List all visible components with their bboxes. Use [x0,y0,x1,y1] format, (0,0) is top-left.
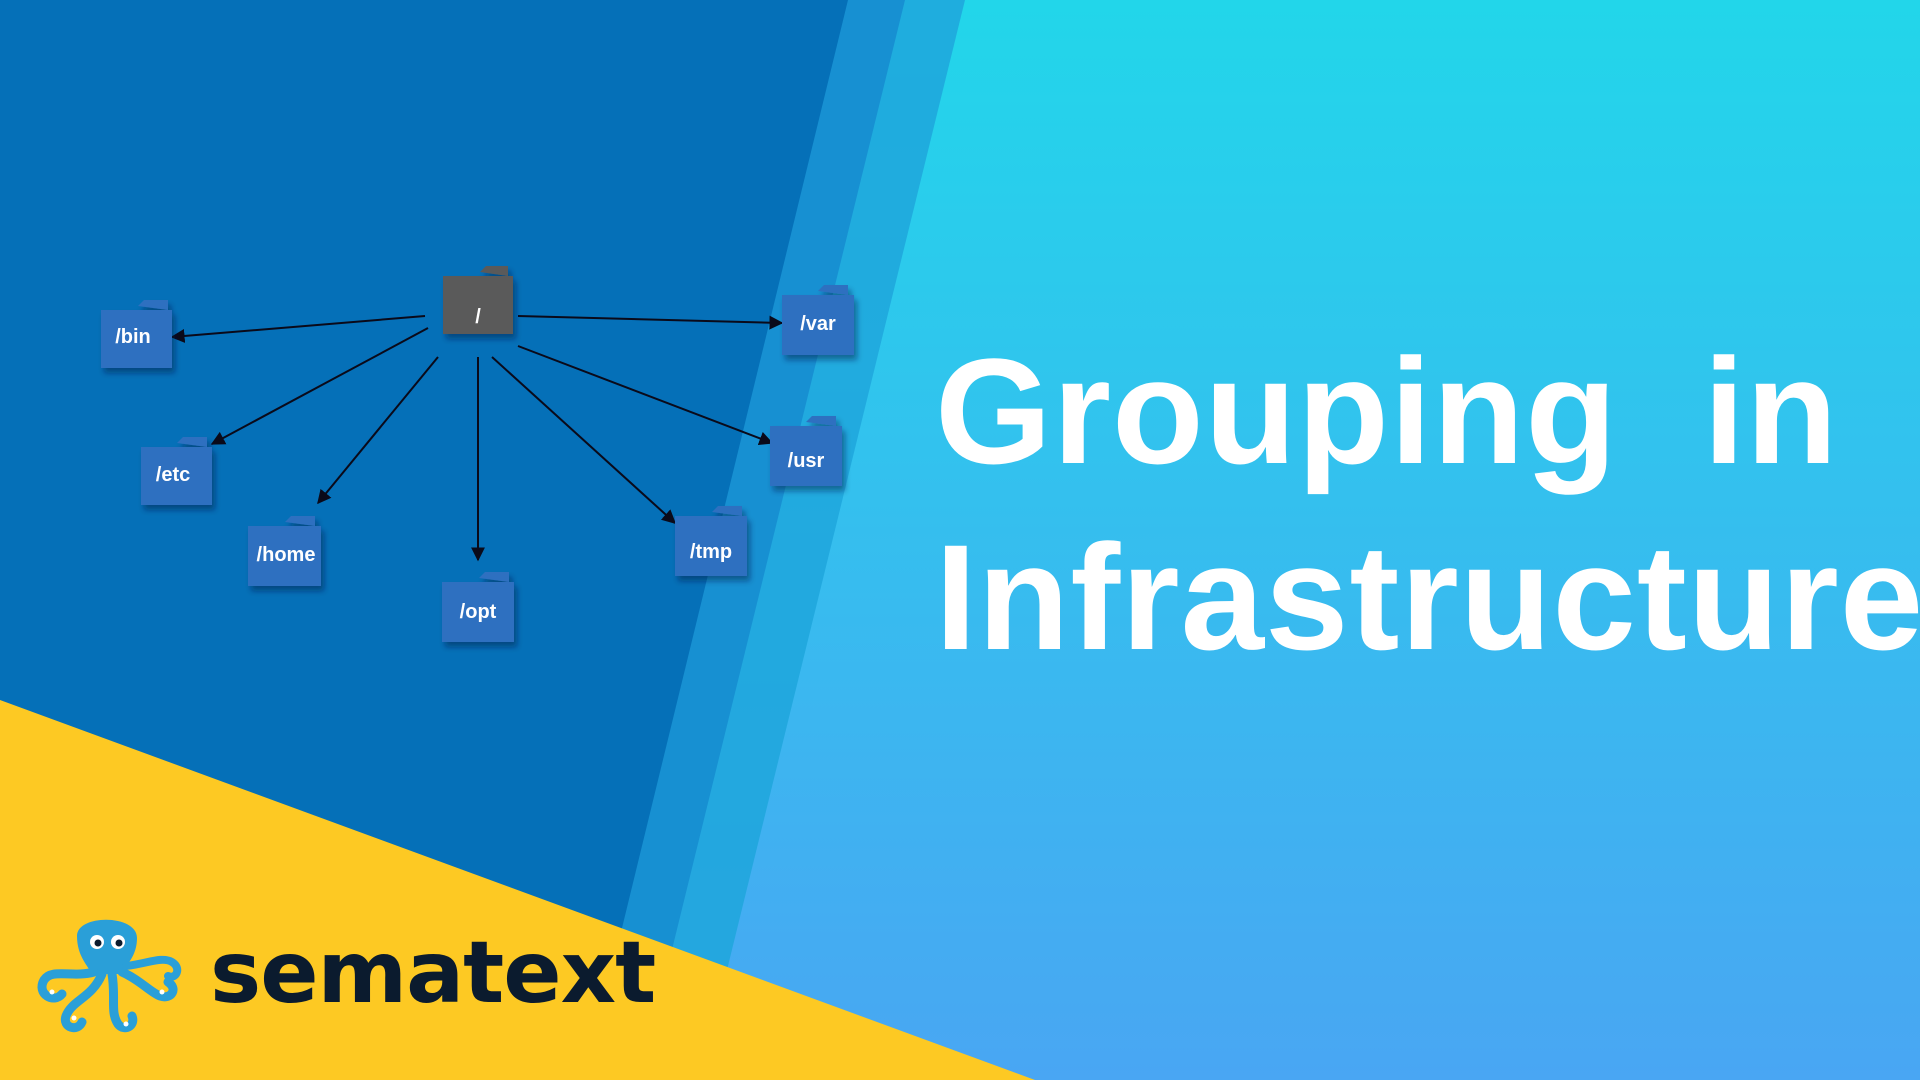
folder-etc-label: /etc [156,464,190,486]
folder-opt-tab [479,572,509,582]
folder-opt-label: /opt [460,601,497,623]
folder-home-icon [248,526,321,586]
folder-tmp-icon [675,516,747,576]
arrow-root-home [317,356,439,505]
connector-arrows [170,315,784,562]
folder-opt: /opt [442,572,514,642]
folder-var-label: /var [800,313,836,335]
folder-tmp: /tmp [675,506,747,576]
folder-var-tab [818,285,848,295]
arrow-root-tmp [491,356,677,524]
folder-opt-icon [442,582,514,642]
headline-line-2: Infrastructure [935,513,1920,681]
folder-usr-label: /usr [788,450,825,472]
folder-bin-label: /bin [115,326,151,348]
folder-tmp-tab [712,506,742,516]
arrow-root-usr [517,345,774,446]
folder-var-icon [782,295,854,355]
arrow-root-var [517,315,784,330]
folder-bin-icon [101,310,172,368]
folder-etc-tab [177,437,207,447]
octopus-icon [37,919,182,1033]
folder-root: / [443,266,513,334]
brand-logo: sematext [22,908,656,1038]
folder-root-tab [480,266,508,276]
arrow-root-etc [210,327,429,445]
folder-home: /home [248,516,321,586]
folder-home-label: /home [257,544,316,566]
folder-etc-icon [141,447,212,505]
headline: Grouping in Infrastructure [935,318,1920,690]
yellow-corner [0,700,1035,1080]
folder-usr-tab [806,416,836,426]
folder-etc: /etc [141,437,212,505]
folder-home-tab [285,516,315,526]
arrow-root-bin [170,315,426,343]
folder-root-label: / [475,306,481,328]
folder-bin: /bin [101,300,172,368]
brand-name: sematext [210,923,656,1023]
folder-usr-icon [770,426,842,486]
folder-usr: /usr [770,416,842,486]
folder-tmp-label: /tmp [690,541,732,563]
folder-var: /var [782,285,854,355]
folder-root-icon [443,276,513,334]
folder-bin-tab [138,300,168,310]
headline-line-1: Grouping in [935,327,1839,495]
